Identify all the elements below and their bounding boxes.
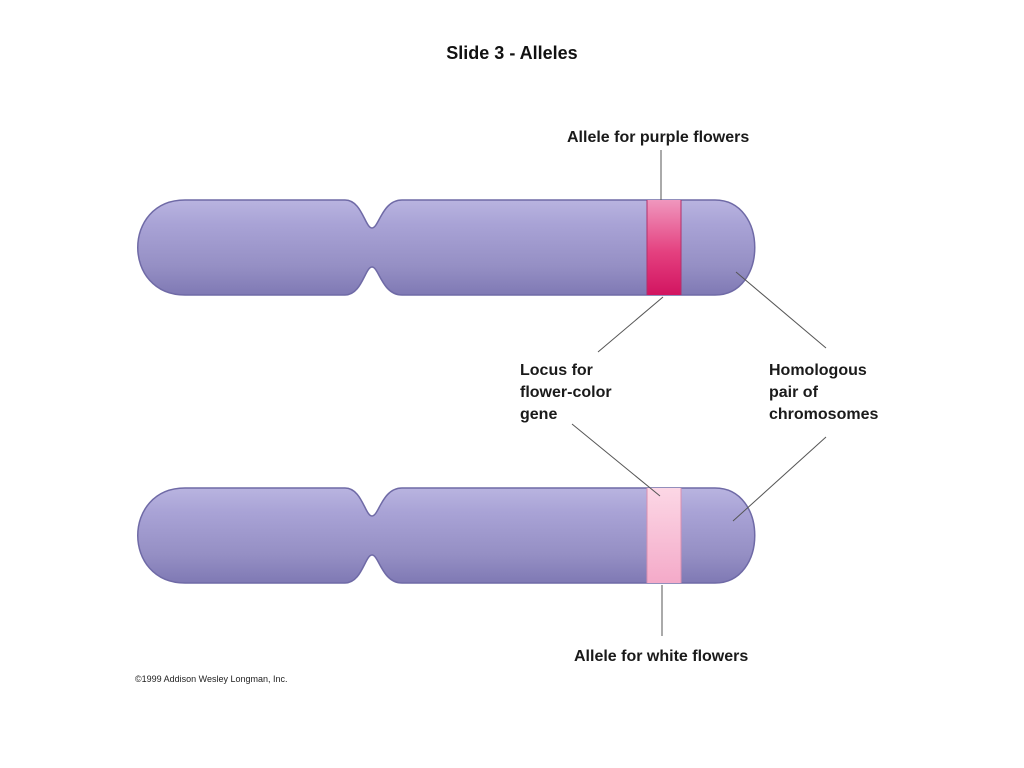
leader-homologous-top — [735, 271, 827, 349]
copyright-notice: ©1999 Addison Wesley Longman, Inc. — [135, 674, 288, 684]
leader-homologous-bottom — [732, 436, 827, 522]
white-allele-band — [647, 488, 681, 583]
label-homologous-line2: pair of — [769, 384, 819, 401]
chromosome-bottom — [137, 487, 756, 584]
label-allele-white: Allele for white flowers — [574, 648, 748, 665]
label-allele-purple: Allele for purple flowers — [567, 129, 749, 146]
label-homologous-line1: Homologous — [769, 362, 867, 379]
chromosome-top — [137, 199, 756, 296]
leader-lines — [571, 150, 827, 636]
leader-locus-bottom — [571, 423, 661, 497]
label-homologous-line3: chromosomes — [769, 406, 878, 423]
leader-locus-top — [597, 296, 664, 353]
label-locus-line3: gene — [520, 406, 557, 423]
label-locus-line2: flower-color — [520, 384, 612, 401]
label-locus-line1: Locus for — [520, 362, 593, 379]
purple-allele-band — [647, 200, 681, 295]
label-homologous: Homologous pair of chromosomes — [769, 362, 878, 423]
slide-title: Slide 3 - Alleles — [446, 43, 578, 63]
label-locus: Locus for flower-color gene — [520, 362, 612, 423]
